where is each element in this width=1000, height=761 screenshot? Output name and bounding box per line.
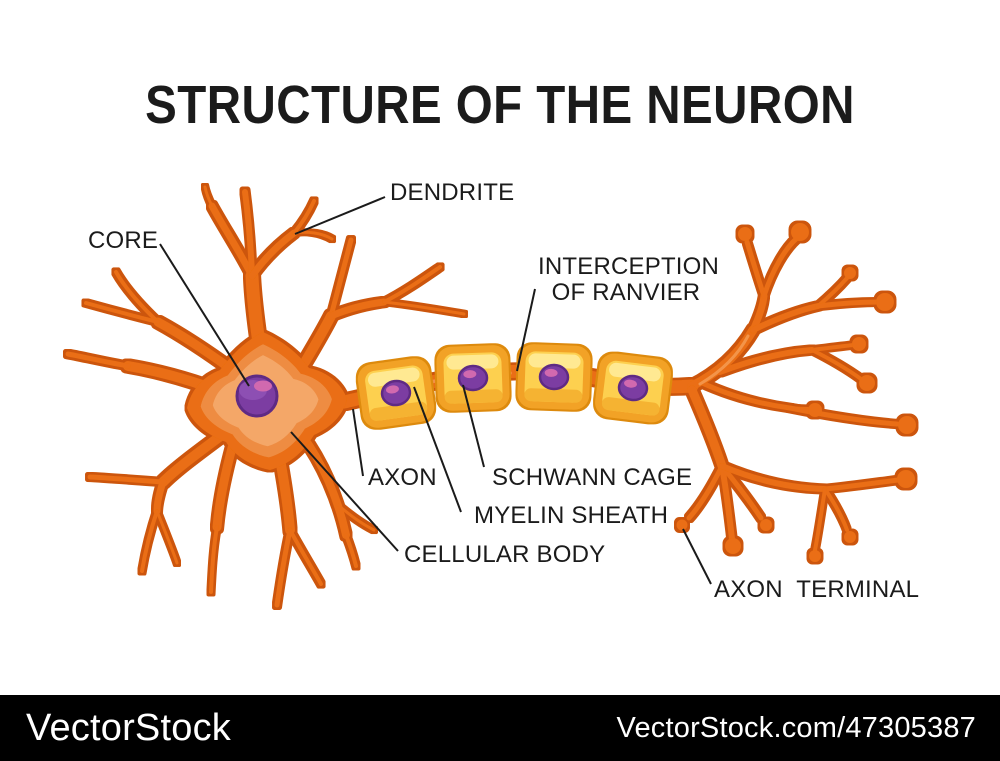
myelin-sheath-segments [354, 342, 674, 431]
label-dendrite: DENDRITE [390, 179, 515, 206]
myelin-segment [515, 342, 593, 412]
leader-line-myelin [413, 386, 462, 513]
myelin-segment [592, 350, 674, 426]
watermark-brand: VectorStock [26, 706, 231, 749]
label-axon-terminal: AXON TERMINAL [714, 576, 920, 603]
label-axon: AXON [368, 464, 437, 491]
myelin-segment [354, 355, 438, 431]
nucleus-shape [235, 374, 279, 418]
myelin-segment [434, 343, 512, 413]
dendrite-branches [65, 185, 466, 608]
leader-line-core [159, 243, 250, 387]
label-cellular-body: CELLULAR BODY [404, 541, 606, 568]
axon-terminal-branches [676, 223, 916, 562]
label-schwann-cage: SCHWANN CAGE [492, 464, 693, 491]
watermark-bar: VectorStock VectorStock.com/47305387 [0, 695, 1000, 761]
leader-line-axon [352, 408, 364, 477]
leader-line-dendrite [294, 196, 386, 235]
terminal-bulbs [676, 223, 916, 562]
leader-lines [159, 196, 712, 585]
neuron-body [65, 185, 916, 608]
leader-line-cellular [290, 431, 399, 552]
leader-line-schwann [462, 384, 485, 468]
label-core: CORE [88, 227, 159, 254]
label-myelin-sheath: MYELIN SHEATH [474, 502, 669, 529]
leader-line-terminal [682, 528, 712, 585]
label-interception-of-ranvier: INTERCEPTION OF RANVIER [538, 253, 720, 306]
watermark-id: VectorStock.com/47305387 [616, 711, 976, 744]
leader-line-ranvier [516, 288, 536, 372]
page-title: STRUCTURE OF THE NEURON [145, 75, 855, 135]
